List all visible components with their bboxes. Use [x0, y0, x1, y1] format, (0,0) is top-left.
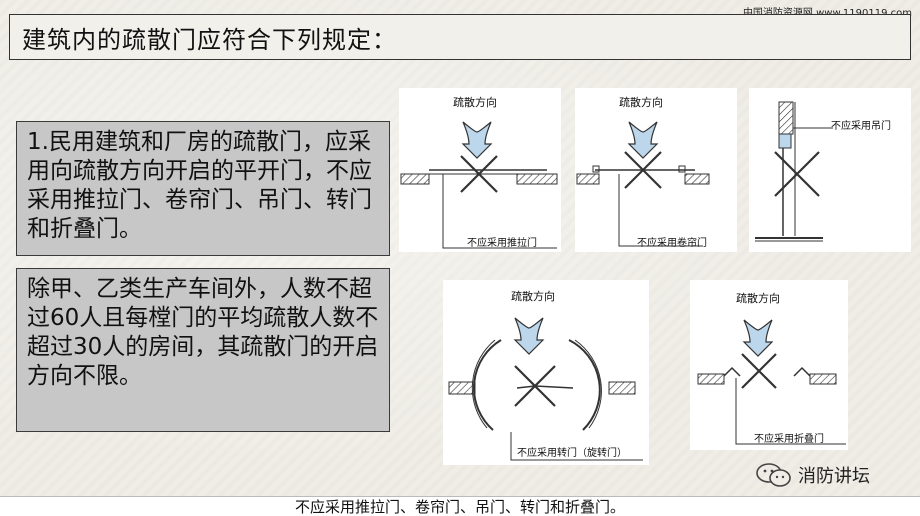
sliding-door-caption: 不应采用推拉门 — [467, 238, 537, 249]
rule-2-text: 除甲、乙类生产车间外，人数不超过60人且每樘门的平均疏散人数不超过30人的房间，… — [27, 276, 379, 389]
sliding-door-diagram — [400, 121, 558, 249]
revolving-door-figure: 疏散方向 不应采用转门（旋转门） — [443, 280, 649, 465]
rule-2-box: 除甲、乙类生产车间外，人数不超过60人且每樘门的平均疏散人数不超过30人的房间，… — [16, 268, 390, 432]
direction-arrow-icon — [742, 319, 774, 357]
bottom-caption: 不应采用推拉门、卷帘门、吊门、转门和折叠门。 — [294, 498, 625, 516]
wechat-icon — [756, 463, 791, 487]
wechat-account-name: 消防讲坛 — [798, 466, 870, 487]
folding-door-caption: 不应采用折叠门 — [754, 434, 824, 445]
hanging-door-caption: 不应采用吊门 — [831, 121, 891, 132]
rolling-door-figure: 疏散方向 不应采用卷帘门 — [575, 88, 737, 252]
revolving-door-caption: 不应采用转门（旋转门） — [517, 448, 627, 459]
title-box: 建筑内的疏散门应符合下列规定： — [9, 14, 911, 60]
rule-1-box: 1.民用建筑和厂房的疏散门，应采用向疏散方向开启的平开门，不应采用推拉门、卷帘门… — [16, 121, 390, 256]
sliding-direction-label: 疏散方向 — [453, 96, 497, 109]
sliding-door-figure: 疏散方向 不应采用推拉门 — [399, 88, 561, 252]
revolving-direction-label: 疏散方向 — [511, 290, 555, 303]
wechat-badge: 消防讲坛 — [754, 461, 870, 489]
folding-direction-label: 疏散方向 — [736, 292, 780, 305]
page-title: 建筑内的疏散门应符合下列规定： — [22, 25, 397, 54]
bottom-caption-bar: 不应采用推拉门、卷帘门、吊门、转门和折叠门。 — [0, 496, 920, 516]
folding-door-figure: 疏散方向 不应采用折叠门 — [690, 280, 848, 450]
revolving-door-diagram — [448, 317, 643, 461]
hanging-door-figure: 不应采用吊门 — [749, 88, 911, 252]
rolling-door-diagram — [576, 121, 710, 247]
direction-arrow-icon — [461, 121, 493, 159]
rolling-door-caption: 不应采用卷帘门 — [637, 238, 707, 249]
hanging-door-diagram — [755, 101, 833, 242]
direction-arrow-icon — [513, 317, 545, 355]
rolling-direction-label: 疏散方向 — [619, 96, 663, 109]
site-watermark: 中国消防资源网 www.1190119.com — [743, 4, 912, 19]
direction-arrow-icon — [627, 121, 659, 159]
rule-1-text: 1.民用建筑和厂房的疏散门，应采用向疏散方向开启的平开门，不应采用推拉门、卷帘门… — [27, 129, 372, 242]
folding-door-diagram — [697, 319, 846, 445]
